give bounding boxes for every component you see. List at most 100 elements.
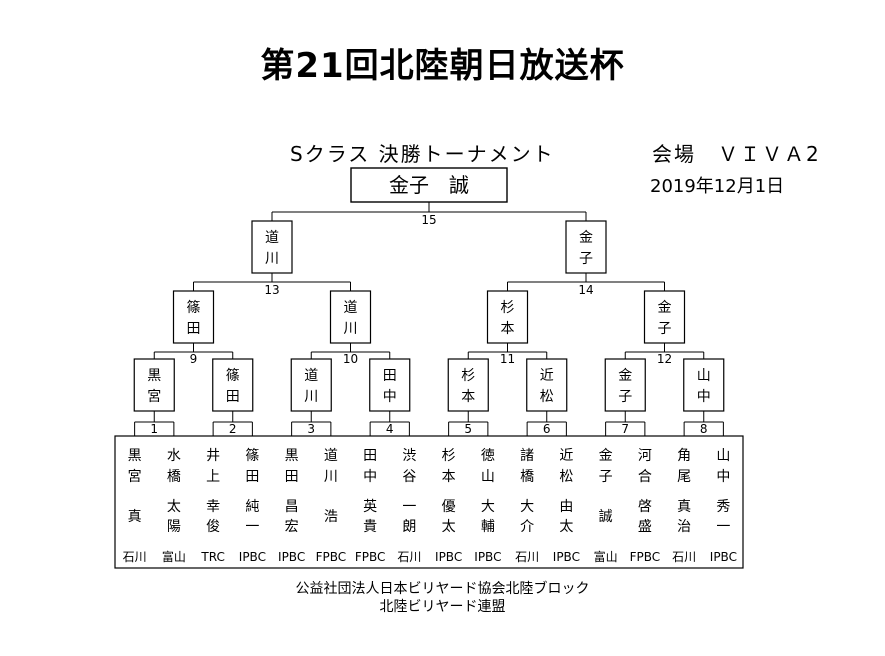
round2-winner-box-text: 杉 <box>501 300 515 316</box>
round2-winner-box-text: 田 <box>187 321 201 337</box>
match-number: 11 <box>500 352 515 366</box>
player-given-name: 一 <box>716 519 730 535</box>
round2-winner-box <box>643 290 686 344</box>
round2-winner-box-text: 川 <box>344 321 358 337</box>
round1-winner-box-text: 篠 <box>226 368 240 384</box>
player-surname: 近 <box>559 448 573 464</box>
player-club: 富山 <box>162 549 186 564</box>
player-club: 石川 <box>123 550 147 564</box>
player-surname: 諸 <box>520 448 534 464</box>
round2-winner-box-text: 篠 <box>187 300 201 316</box>
player-given-name: 啓 <box>638 499 652 515</box>
player-given-name: 治 <box>677 519 691 535</box>
player-surname: 河 <box>638 448 652 464</box>
round1-winner-box <box>526 358 568 412</box>
player-surname: 井 <box>206 448 220 464</box>
match-number: 1 <box>150 422 158 436</box>
player-surname: 田 <box>363 448 377 464</box>
player-surname: 尾 <box>677 469 691 485</box>
player-surname: 水 <box>167 448 181 464</box>
player-surname: 田 <box>245 469 259 485</box>
semifinal-winner-box-text: 金 <box>579 230 593 246</box>
bracket-boxes <box>114 167 744 569</box>
player-surname: 中 <box>363 469 377 485</box>
match-number: 15 <box>421 213 436 227</box>
player-club: IPBC <box>553 550 580 564</box>
player-club: FPBC <box>355 550 386 564</box>
event-date: 2019年12月1日 <box>650 176 785 197</box>
player-given-name: 太 <box>167 499 181 515</box>
player-given-name: 秀 <box>716 499 730 515</box>
match-number: 10 <box>343 352 358 366</box>
player-surname: 杉 <box>442 448 456 464</box>
player-surname: 松 <box>559 469 573 485</box>
round1-winner-box-text: 黒 <box>147 368 161 384</box>
player-club: 富山 <box>594 549 618 564</box>
round1-winner-box <box>447 358 489 412</box>
semifinal-winner-box <box>251 220 293 274</box>
semifinal-winner-box-text: 川 <box>265 251 279 267</box>
player-surname: 金 <box>599 448 613 464</box>
player-club: IPBC <box>239 550 266 564</box>
players-table <box>114 435 744 569</box>
round1-winner-box <box>290 358 332 412</box>
player-given-name: 一 <box>402 499 416 515</box>
player-club: FPBC <box>630 550 661 564</box>
player-surname: 徳 <box>481 448 495 464</box>
player-given-name: 宏 <box>285 519 299 535</box>
round2-winner-box-text: 道 <box>344 300 358 316</box>
player-given-name: 輔 <box>481 519 495 535</box>
player-given-name: 純 <box>245 499 259 515</box>
champion-box <box>350 167 508 203</box>
player-given-name: 真 <box>677 499 691 515</box>
player-given-name: 陽 <box>167 519 181 535</box>
match-number: 13 <box>264 283 279 297</box>
match-number: 14 <box>578 283 593 297</box>
round1-winner-box-text: 中 <box>697 389 711 405</box>
champion-name: 金子 誠 <box>389 173 469 197</box>
footer-organization: 公益社団法人日本ビリヤード協会北陸ブロック <box>295 581 590 597</box>
round1-winner-box-text: 川 <box>304 389 318 405</box>
match-number: 9 <box>190 352 198 366</box>
player-surname: 黒 <box>128 448 142 464</box>
player-surname: 橋 <box>167 469 181 485</box>
player-given-name: 太 <box>559 519 573 535</box>
player-given-name: 盛 <box>638 519 652 535</box>
player-club: FPBC <box>316 550 347 564</box>
player-given-name: 朗 <box>402 519 416 535</box>
semifinal-winner-box <box>565 220 607 274</box>
match-number: 12 <box>657 352 672 366</box>
round1-winner-box-text: 道 <box>304 368 318 384</box>
footer-league: 北陸ビリヤード連盟 <box>379 599 506 615</box>
player-given-name: 浩 <box>324 509 338 525</box>
player-surname: 合 <box>638 469 652 485</box>
round1-winner-box-text: 松 <box>540 389 554 405</box>
player-surname: 田 <box>285 469 299 485</box>
player-given-name: 英 <box>363 498 377 515</box>
player-club: IPBC <box>278 550 305 564</box>
round2-winner-box-text: 本 <box>501 321 515 337</box>
player-given-name: 誠 <box>599 509 613 525</box>
player-club: TRC <box>200 550 224 564</box>
player-club: 石川 <box>672 550 696 564</box>
player-given-name: 由 <box>559 499 573 515</box>
player-given-name: 貴 <box>363 519 377 535</box>
player-surname: 黒 <box>285 448 299 464</box>
player-surname: 橋 <box>520 469 534 485</box>
match-number: 5 <box>464 422 472 436</box>
player-surname: 渋 <box>402 448 416 464</box>
player-surname: 道 <box>324 448 338 464</box>
match-number: 3 <box>307 422 315 436</box>
player-given-name: 大 <box>481 499 495 515</box>
player-given-name: 俊 <box>206 519 220 535</box>
round1-winner-box-text: 宮 <box>147 389 161 405</box>
player-surname: 上 <box>206 469 220 485</box>
round1-winner-box-text: 金 <box>618 368 632 384</box>
match-number: 7 <box>621 422 629 436</box>
venue-label: 会場 ＶＩＶＡ2 <box>652 142 821 166</box>
match-number: 4 <box>386 422 394 436</box>
player-surname: 中 <box>716 469 730 485</box>
round1-winner-box-text: 近 <box>540 368 554 384</box>
